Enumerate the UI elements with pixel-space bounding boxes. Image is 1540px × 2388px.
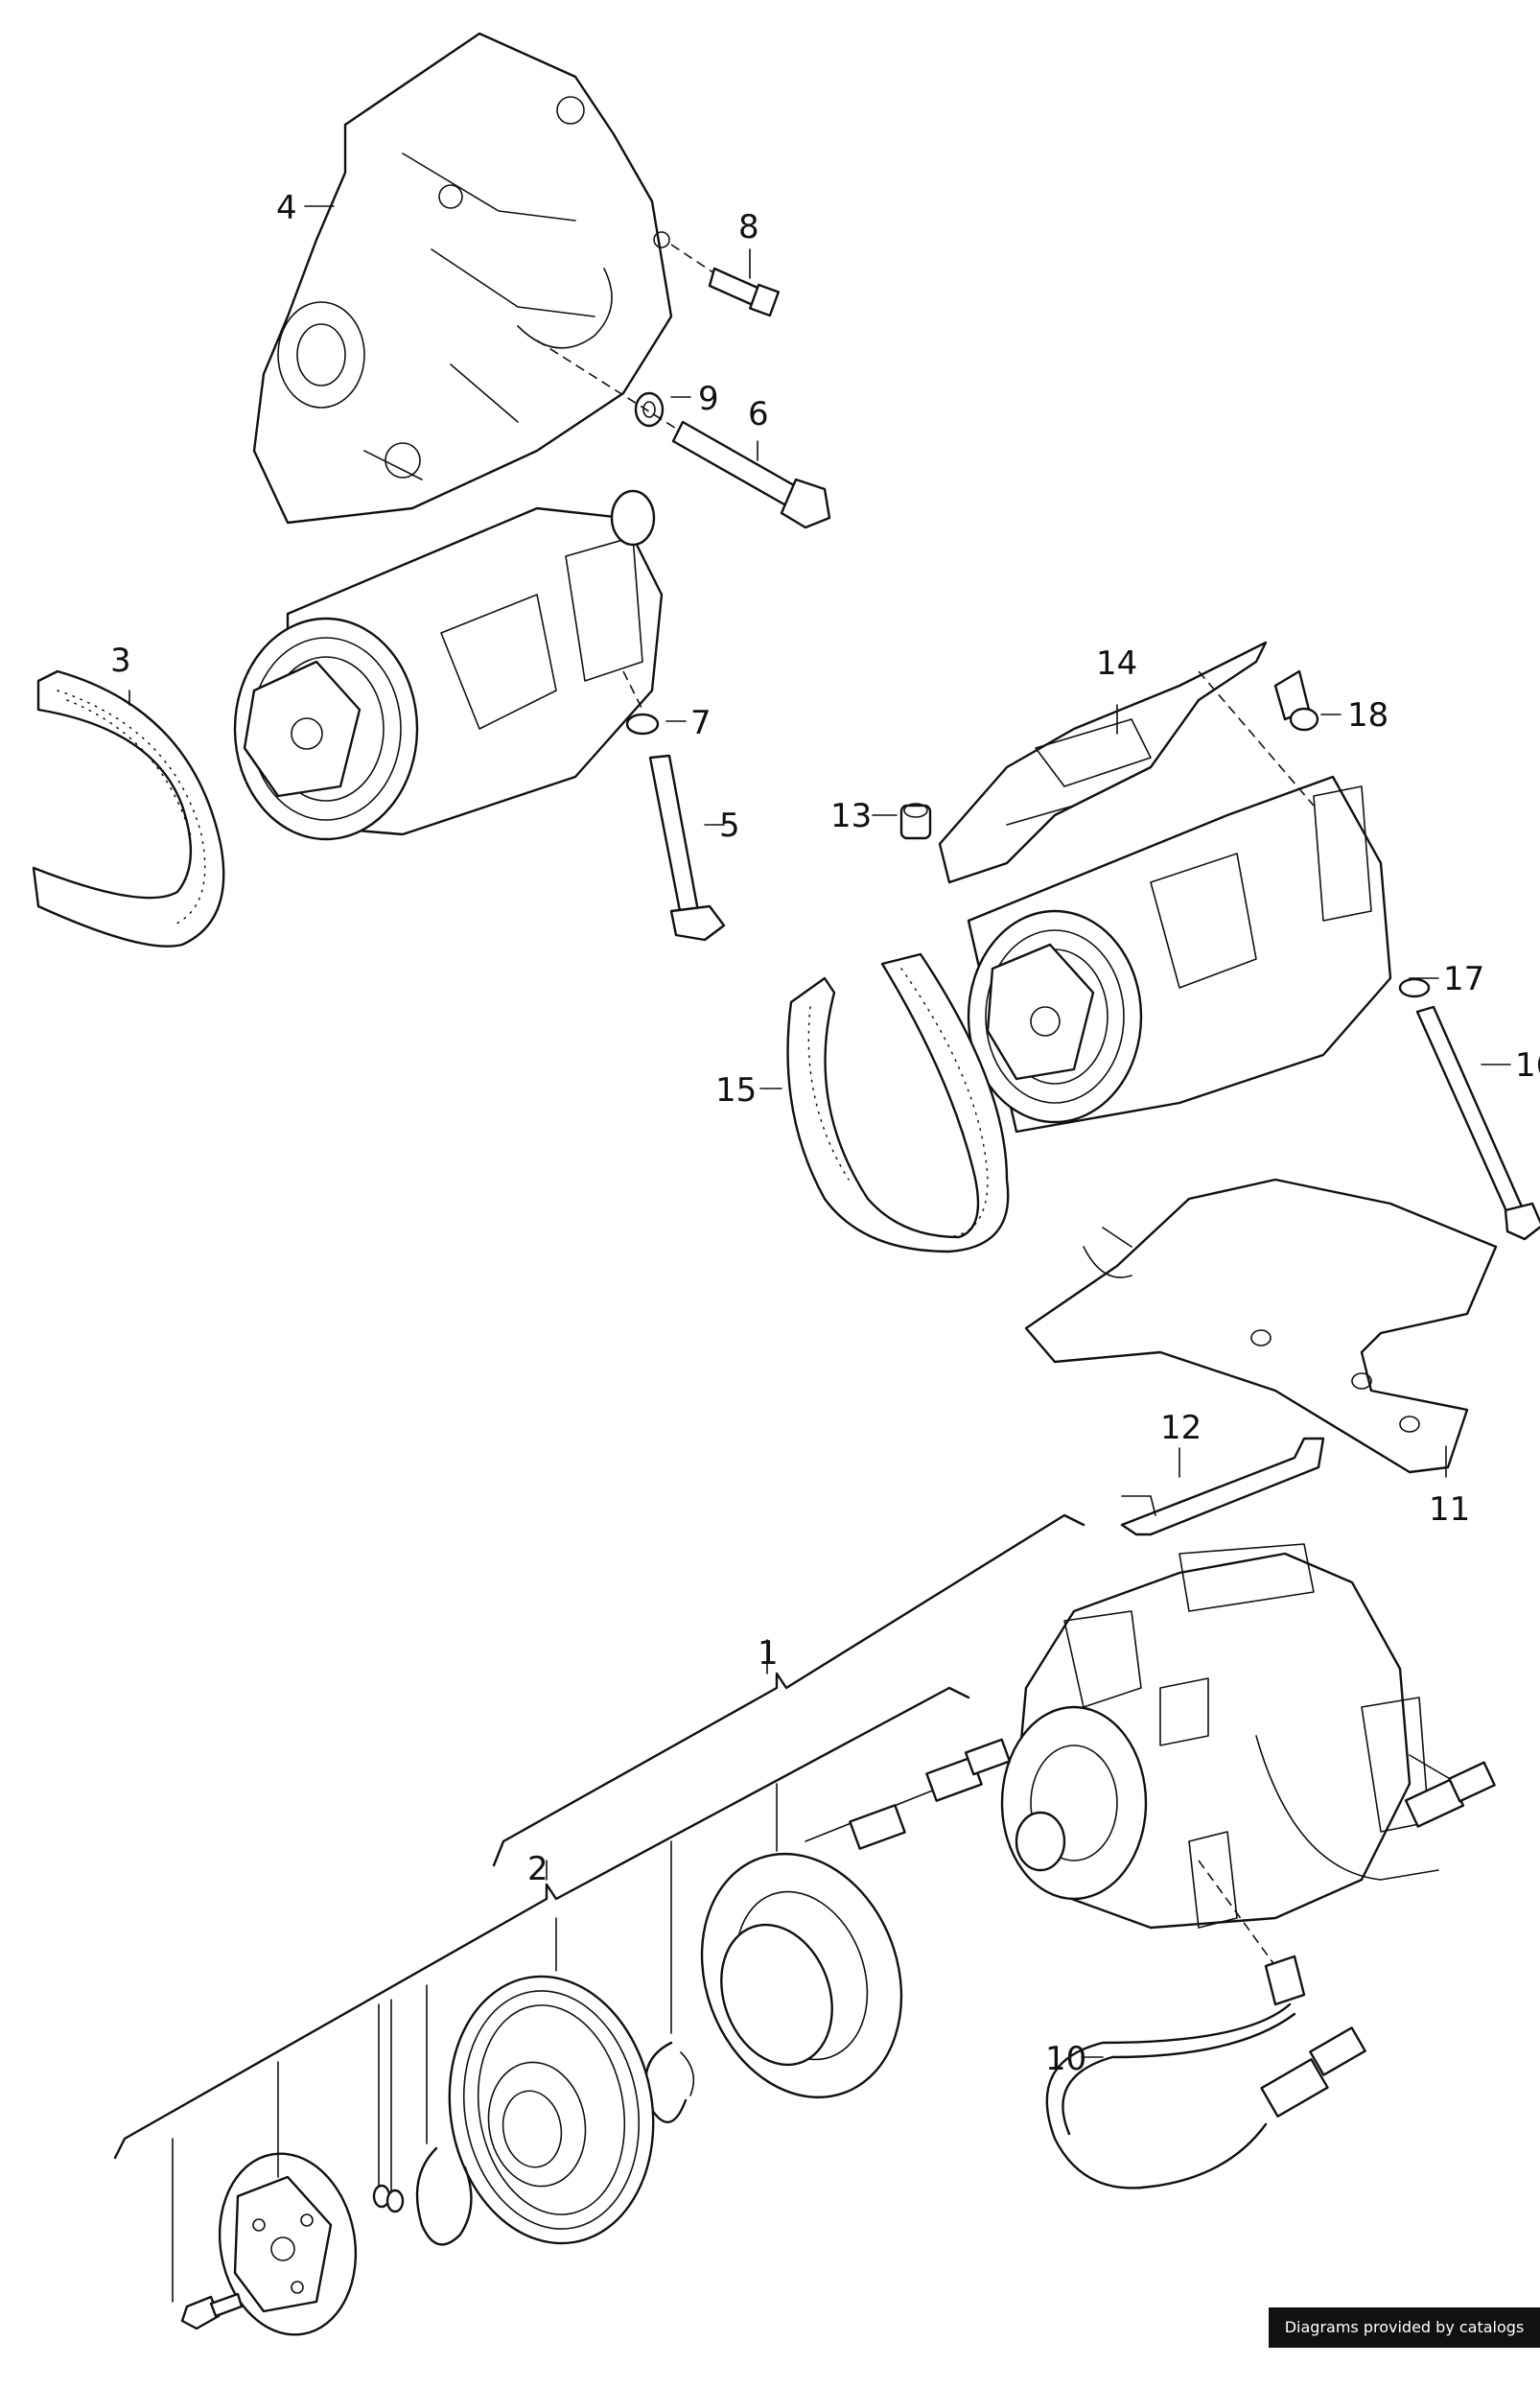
- wire-harness-part-10: [1045, 1860, 1366, 2189]
- callout-14: 14: [1096, 644, 1137, 683]
- callout-1: 1: [758, 1634, 779, 1673]
- callout-9: 9: [698, 380, 719, 418]
- washer-part-7: [622, 670, 660, 736]
- leader-lines: [113, 205, 1511, 2303]
- compressor-middle: [967, 670, 1392, 1134]
- callout-3: 3: [110, 642, 131, 680]
- callout-13: 13: [830, 797, 872, 835]
- bolt-part-5: [648, 754, 726, 942]
- shims: [372, 2184, 405, 2213]
- compressor-lower: [1000, 1543, 1439, 1930]
- callout-11: 11: [1429, 1490, 1470, 1529]
- center-bolt: [180, 2292, 244, 2330]
- wiring-clip-lower: [805, 1738, 1012, 1850]
- bracket-part-14: [938, 641, 1268, 884]
- callout-2: 2: [527, 1850, 548, 1888]
- snap-ring-lower: [415, 2146, 473, 2246]
- compressor-upper: [233, 489, 664, 841]
- callout-labels: 1 2 3 4 5 6 7 8 9 10 11 12 13 14 15 16 1…: [110, 189, 1540, 2078]
- callout-15: 15: [715, 1071, 757, 1110]
- nut-part-13: [899, 803, 932, 840]
- bolt-part-6: [536, 339, 831, 529]
- bracket-part-12: [1120, 1437, 1325, 1536]
- washer-part-17: [1398, 977, 1431, 998]
- sensor-plug-lower: [1404, 1754, 1496, 1828]
- callout-18: 18: [1347, 696, 1388, 735]
- credit-badge: Diagrams provided by catalogs parts: [1269, 2307, 1540, 2376]
- field-coil-ring: [700, 1852, 903, 2099]
- callout-10: 10: [1045, 2040, 1086, 2078]
- belt-part-15: [786, 952, 1010, 1253]
- heat-shield-part-11: [1024, 1178, 1498, 1474]
- callout-7: 7: [690, 704, 712, 742]
- bolt-part-8: [670, 244, 780, 317]
- callout-5: 5: [719, 807, 740, 845]
- bolt-part-16: [1415, 1005, 1540, 1241]
- callout-16: 16: [1515, 1046, 1540, 1085]
- callout-17: 17: [1443, 960, 1484, 998]
- clutch-plate: [218, 2152, 358, 2336]
- callout-6: 6: [748, 395, 769, 433]
- callout-4: 4: [276, 189, 297, 227]
- belt-part-3: [32, 669, 225, 948]
- callout-12: 12: [1160, 1409, 1202, 1447]
- callout-8: 8: [738, 208, 759, 246]
- bolt-part-18: [1273, 669, 1319, 732]
- pulley: [448, 1975, 655, 2245]
- bracket-part-4: [252, 32, 673, 525]
- washer-part-9: [634, 391, 665, 428]
